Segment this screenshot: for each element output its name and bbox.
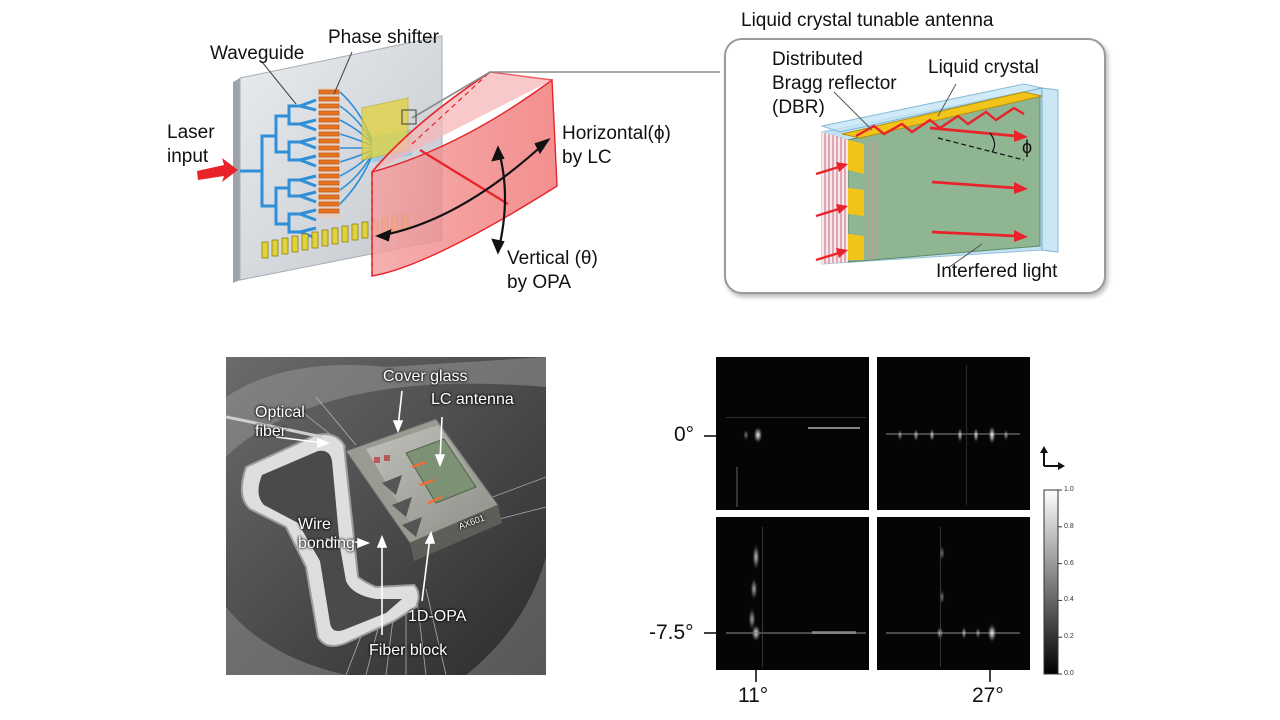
inset-callout-line — [411, 71, 720, 119]
y-tick-0: 0° — [674, 423, 695, 446]
laser-input-arrow — [197, 158, 238, 182]
waveguide-tree — [240, 98, 317, 240]
optical-fiber-label-2: fiber — [255, 423, 287, 440]
beam-panel-bottom-right — [877, 517, 1030, 670]
dbr-label-3: (DBR) — [772, 97, 825, 118]
horizontal-scan-label-1: Horizontal(ϕ) — [562, 123, 671, 144]
dbr-label-2: Bragg reflector — [772, 73, 897, 94]
phase-shifter-label: Phase shifter — [328, 27, 439, 48]
cover-glass-label: Cover glass — [383, 368, 468, 385]
dbr-label-1: Distributed — [772, 49, 863, 70]
y-tick-1: -7.5° — [649, 621, 694, 644]
beam-spot-overlay — [726, 365, 1020, 667]
laser-input-label-1: Laser — [167, 122, 215, 143]
axis-orientation-icon — [1040, 446, 1065, 470]
fiber-block-label: Fiber block — [369, 642, 448, 659]
lc-antenna-drawing — [815, 83, 1059, 269]
colorbar-tick: 0.4 — [1064, 596, 1074, 603]
inset-title: Liquid crystal tunable antenna — [741, 10, 994, 31]
fringes-bottom-right — [886, 527, 1020, 667]
fringes-top-right — [886, 365, 1020, 505]
device-photo-render — [226, 357, 546, 675]
waveguide-label: Waveguide — [210, 43, 305, 64]
wire-bonding-label-1: Wire — [298, 516, 331, 533]
output-light-arrows — [929, 126, 1028, 242]
interfered-light-label: Interfered light — [936, 261, 1058, 282]
beam-fan — [371, 71, 558, 277]
colorbar-tick: 0.2 — [1064, 633, 1074, 640]
colorbar — [1043, 489, 1062, 675]
dbr-stack — [822, 132, 877, 264]
scan-arcs — [375, 137, 551, 255]
vertical-scan-label-2: by OPA — [507, 272, 572, 293]
horizontal-scan-label-2: by LC — [562, 147, 612, 168]
opa-schematic — [197, 35, 720, 283]
device-photo: AX601 — [226, 357, 546, 675]
beam-panel-top-left — [716, 357, 869, 510]
colorbar-tick: 0.6 — [1064, 560, 1074, 567]
phase-shifter-array — [318, 88, 340, 218]
colorbar-tick: 0.0 — [1064, 670, 1074, 677]
colorbar-ticks: 1.0 0.8 0.6 0.4 0.2 0.0 — [1064, 486, 1090, 680]
lc-antenna-label: LC antenna — [431, 391, 514, 408]
fringes-top-left — [726, 417, 866, 507]
one-d-opa-label: 1D-OPA — [408, 608, 467, 625]
x-tick-1: 27° — [972, 684, 1004, 707]
waveguide-leader — [261, 61, 297, 105]
colorbar-tick: 1.0 — [1064, 486, 1074, 493]
phase-shifter-leader — [333, 51, 353, 95]
x-tick-0: 11° — [738, 684, 769, 707]
fringes-bottom-left — [726, 527, 866, 667]
inset-callout-marker — [401, 109, 417, 125]
colorbar-tick: 0.8 — [1064, 523, 1074, 530]
phi-label: ϕ — [1022, 137, 1033, 157]
laser-input-label-2: input — [167, 146, 209, 167]
wire-bonding-label-2: bonding — [298, 535, 355, 552]
liquid-crystal-label: Liquid crystal — [928, 57, 1039, 78]
panel-axes — [704, 435, 991, 682]
beam-panel-bottom-left — [716, 517, 869, 670]
optical-fiber-label-1: Optical — [255, 404, 305, 421]
vertical-scan-label-1: Vertical (θ) — [507, 248, 598, 269]
input-light-arrows — [815, 162, 848, 262]
